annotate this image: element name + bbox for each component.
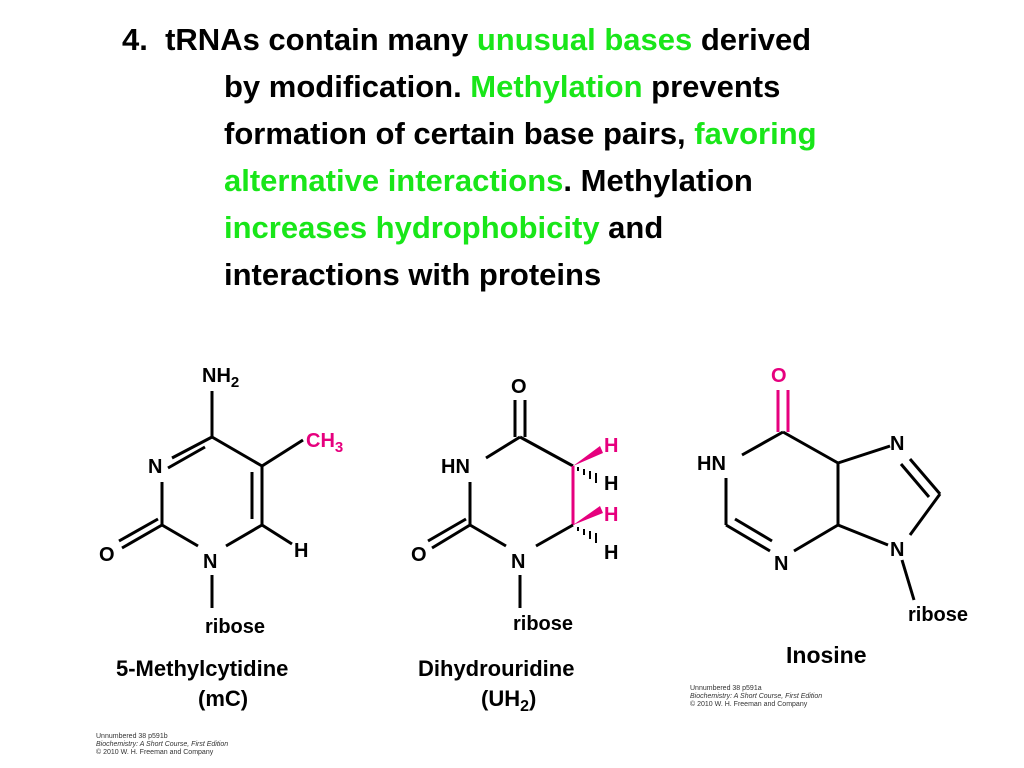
hydrogen-3-label: H	[604, 504, 618, 526]
heading-line-2: by modification. Methylation prevents	[224, 63, 780, 110]
text-run: derived	[692, 22, 812, 57]
text-run: prevents	[642, 69, 781, 104]
methylcytidine-name: 5-Methylcytidine	[116, 656, 288, 681]
credit-line: Biochemistry: A Short Course, First Edit…	[96, 741, 229, 748]
text-run: interactions with proteins	[224, 257, 602, 292]
oxygen-label: O	[99, 544, 115, 566]
n3-label: N	[148, 456, 162, 478]
ch3-label: CH3	[306, 430, 343, 456]
text-run: by modification.	[224, 69, 471, 104]
credit-line: © 2010 W. H. Freeman and Company	[690, 701, 808, 708]
oxygen-left-label: O	[411, 544, 427, 566]
highlight-text: favoring	[694, 116, 817, 151]
dihydrouridine-structure	[427, 400, 575, 608]
highlight-text: unusual bases	[476, 22, 693, 57]
ribose-label: ribose	[908, 604, 968, 626]
dihydrouridine-wedges	[573, 446, 603, 543]
heading-line-4: alternative interactions. Methylation	[224, 157, 753, 204]
oxygen-label: O	[771, 365, 787, 387]
dihydrouridine-name: Dihydrouridine	[418, 656, 574, 681]
text-run: tRNAs contain many	[165, 22, 477, 57]
text-run: and	[599, 210, 664, 245]
heading-line-6: interactions with proteins	[224, 251, 601, 298]
highlight-text: alternative interactions	[224, 163, 564, 198]
inosine-labels: O HN N N N ribose Inosine	[697, 365, 968, 668]
nh2-label: NH2	[202, 365, 239, 391]
text-run: . Methylation	[563, 163, 753, 198]
ribose-label: ribose	[205, 616, 265, 638]
hn-label: HN	[697, 453, 726, 475]
inosine-structure	[724, 390, 942, 601]
text-run: formation of certain base pairs,	[224, 116, 695, 151]
dihydrouridine-abbr: (UH2)	[481, 686, 536, 715]
methylcytidine-labels: NH2 CH3 N N O H ribose 5-Methylcytidine …	[99, 365, 343, 711]
dihydrouridine-labels: O HN O N H H H H ribose Dihydrouridine (…	[411, 376, 618, 715]
heading-line-1: 4. tRNAs contain many unusual bases deri…	[122, 16, 811, 63]
hydrogen-4-label: H	[604, 542, 618, 564]
highlight-text: Methylation	[470, 69, 643, 104]
hn-label: HN	[441, 456, 470, 478]
n1-label: N	[203, 551, 217, 573]
credit-right: Unnumbered 38 p591a Biochemistry: A Shor…	[690, 685, 822, 709]
n7-label: N	[890, 433, 904, 455]
credit-left: Unnumbered 38 p591b Biochemistry: A Shor…	[96, 733, 228, 757]
credit-line: Unnumbered 38 p591b	[96, 733, 168, 740]
credit-line: © 2010 W. H. Freeman and Company	[96, 749, 214, 756]
heading-line-3: formation of certain base pairs, favorin…	[224, 110, 817, 157]
oxygen-top-label: O	[511, 376, 527, 398]
credit-line: Unnumbered 38 p591a	[690, 685, 762, 692]
methylcytidine-abbr: (mC)	[198, 686, 248, 711]
heading-line-5: increases hydrophobicity and	[224, 204, 663, 251]
n9-label: N	[890, 539, 904, 561]
hydrogen-1-label: H	[604, 435, 618, 457]
n3-label: N	[774, 553, 788, 575]
n1-label: N	[511, 551, 525, 573]
item-number: 4.	[122, 22, 148, 57]
methylcytidine-structure	[118, 391, 304, 608]
hydrogen-label: H	[294, 540, 308, 562]
hydrogen-2-label: H	[604, 473, 618, 495]
highlight-text: increases hydrophobicity	[224, 210, 600, 245]
inosine-name: Inosine	[786, 642, 867, 668]
credit-line: Biochemistry: A Short Course, First Edit…	[690, 693, 823, 700]
ribose-label: ribose	[513, 613, 573, 635]
